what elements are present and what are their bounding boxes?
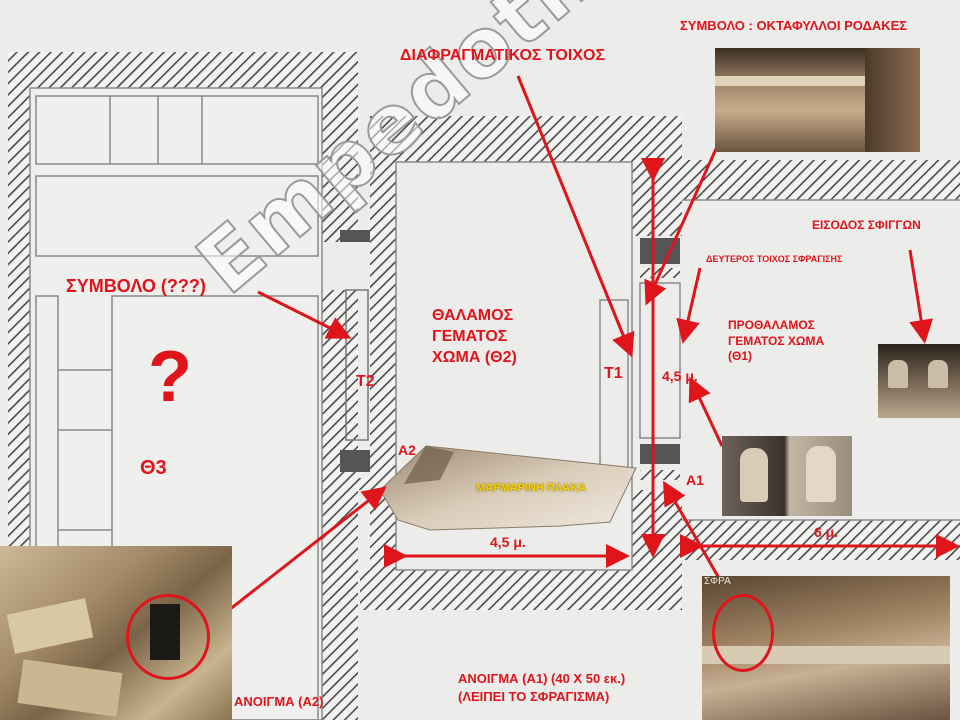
label-dim-bottom-right: 6 μ.: [814, 524, 839, 540]
rosettes-photo-shadow: [865, 48, 920, 152]
label-question-mark: ?: [148, 337, 192, 417]
label-dim-vertical: 4,5 μ.: [662, 368, 698, 384]
label-marble-slab: ΜΑΡΜΑΡΙΝΗ ΠΛΑΚΑ: [476, 482, 586, 494]
label-antechamber-1: ΠΡΟΘΑΛΑΜΟΣ ΓΕΜΑΤΟΣ ΧΩΜΑ (Θ1): [728, 318, 825, 364]
label-a1: A1: [686, 472, 704, 488]
sphinx-entrance-photo: [878, 344, 960, 418]
label-second-seal-wall: ΔΕΥΤΕΡΟΣ ΤΟΙΧΟΣ ΣΦΡΑΓΙΣΗΣ: [706, 254, 843, 264]
caryatid-left: [740, 448, 768, 502]
sphinx-left: [888, 360, 908, 388]
stone-block-1: [6, 598, 94, 654]
label-dim-bottom-middle: 4,5 μ.: [490, 534, 526, 550]
opening-a1-photo-caption: ΣΦΡΑ: [704, 576, 731, 587]
label-chamber-2: ΘΑΛΑΜΟΣ ΓΕΜΑΤΟΣ ΧΩΜΑ (Θ2): [432, 307, 517, 366]
label-sphinx-entrance: ΕΙΣΟΔΟΣ ΣΦΙΓΓΩΝ: [812, 218, 921, 232]
label-opening-a1: ΑΝΟΙΓΜΑ (Α1) (40 Χ 50 εκ.) (ΛΕΙΠΕΙ ΤΟ ΣΦ…: [458, 671, 626, 704]
label-diaphragm-wall: ΔΙΑΦΡΑΓΜΑΤΙΚΟΣ ΤΟΙΧΟΣ: [400, 47, 606, 64]
label-t1: T1: [604, 365, 623, 382]
stone-block-2: [17, 659, 123, 717]
opening-a1-photo: ΣΦΡΑ: [702, 576, 950, 720]
opening-a2-photo: [0, 546, 232, 720]
annotation-arrows: [205, 75, 960, 630]
label-a2: A2: [398, 442, 416, 458]
label-chamber-3: Θ3: [140, 457, 167, 479]
sphinx-right: [928, 360, 948, 388]
label-top-right-symbol: ΣΥΜΒΟΛΟ : ΟΚΤΑΦΥΛΛΟΙ ΡΟΔΑΚΕΣ: [680, 18, 908, 33]
caryatid-right: [806, 446, 836, 502]
opening-a2-circle: [126, 594, 210, 680]
label-t2: T2: [356, 373, 375, 390]
rosettes-photo-band: [715, 76, 920, 86]
rosettes-photo: [715, 48, 920, 152]
label-opening-a2: ΑΝΟΙΓΜΑ (Α2): [234, 694, 324, 709]
marble-slab: [379, 445, 637, 531]
opening-a1-circle: [712, 594, 774, 672]
caryatids-photo: [722, 436, 852, 516]
label-symbol-unknown: ΣΥΜΒΟΛΟ (???): [66, 276, 206, 296]
